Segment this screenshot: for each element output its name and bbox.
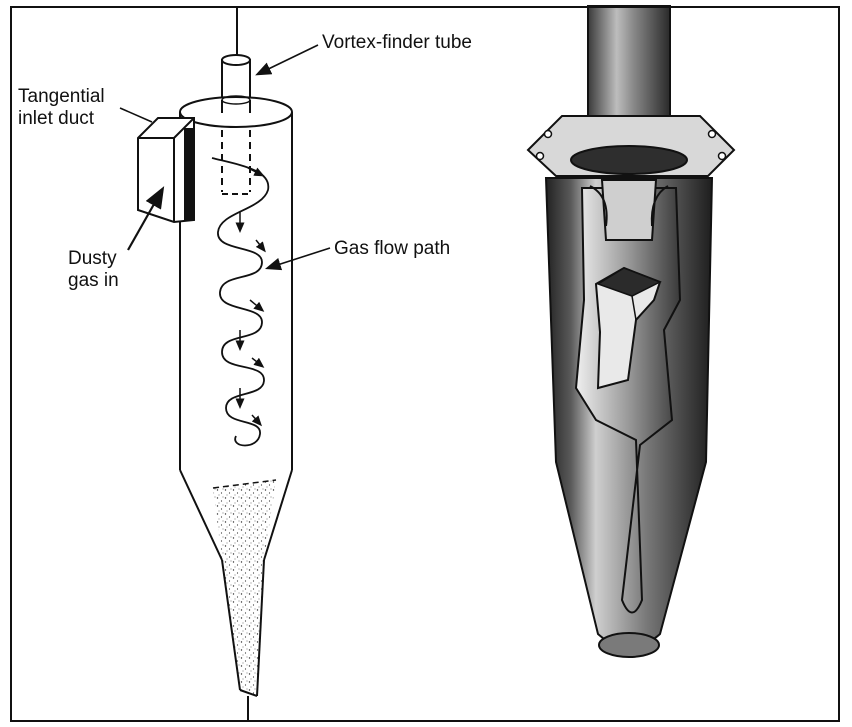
label-gas-in: gas in bbox=[68, 270, 119, 292]
label-inlet-duct: inlet duct bbox=[18, 108, 94, 130]
label-vortex-finder-tube: Vortex-finder tube bbox=[322, 32, 472, 54]
inner-tube bbox=[602, 180, 656, 240]
label-gas-flow-path: Gas flow path bbox=[334, 238, 450, 260]
dust-outlet bbox=[599, 633, 659, 657]
label-tangential: Tangential bbox=[18, 86, 105, 108]
label-dusty: Dusty bbox=[68, 248, 117, 270]
